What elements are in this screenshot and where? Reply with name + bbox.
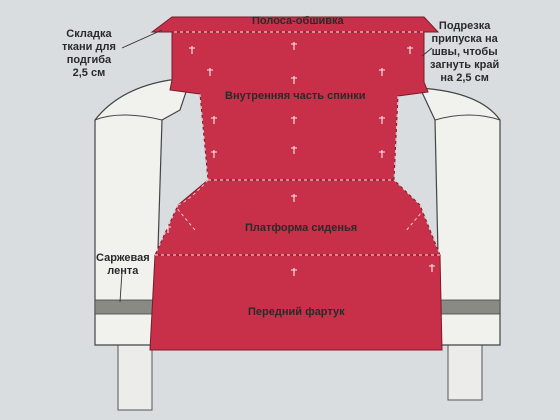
seam-lines: [154, 31, 441, 256]
left-front-leg: [117, 339, 153, 411]
trim-callout: Подрезка припуска на швы, чтобы загнуть …: [430, 20, 500, 84]
seat-platform-label: Платформа сиденья: [245, 222, 358, 234]
twill-tape-callout: Саржевая лента: [96, 252, 150, 277]
right-front-leg: [447, 339, 483, 401]
front-apron-fabric: [149, 254, 443, 351]
inner-back-label: Внутренняя часть спинки: [225, 90, 366, 102]
twill-tape-left: [94, 299, 156, 315]
left-arm-top: [94, 114, 163, 121]
front-apron-label: Передний фартук: [248, 306, 345, 318]
top-band-label: Полоса-обшивка: [252, 15, 344, 27]
right-arm-top: [434, 114, 501, 121]
callout-leaders: [119, 29, 433, 303]
inner-back-fabric: [169, 31, 429, 181]
seat-platform-fabric: [154, 179, 441, 256]
fold-callout: Складка ткани для подгиба 2,5 см: [62, 28, 116, 79]
twill-tape-right: [439, 299, 501, 315]
pin-marks: [165, 42, 435, 276]
